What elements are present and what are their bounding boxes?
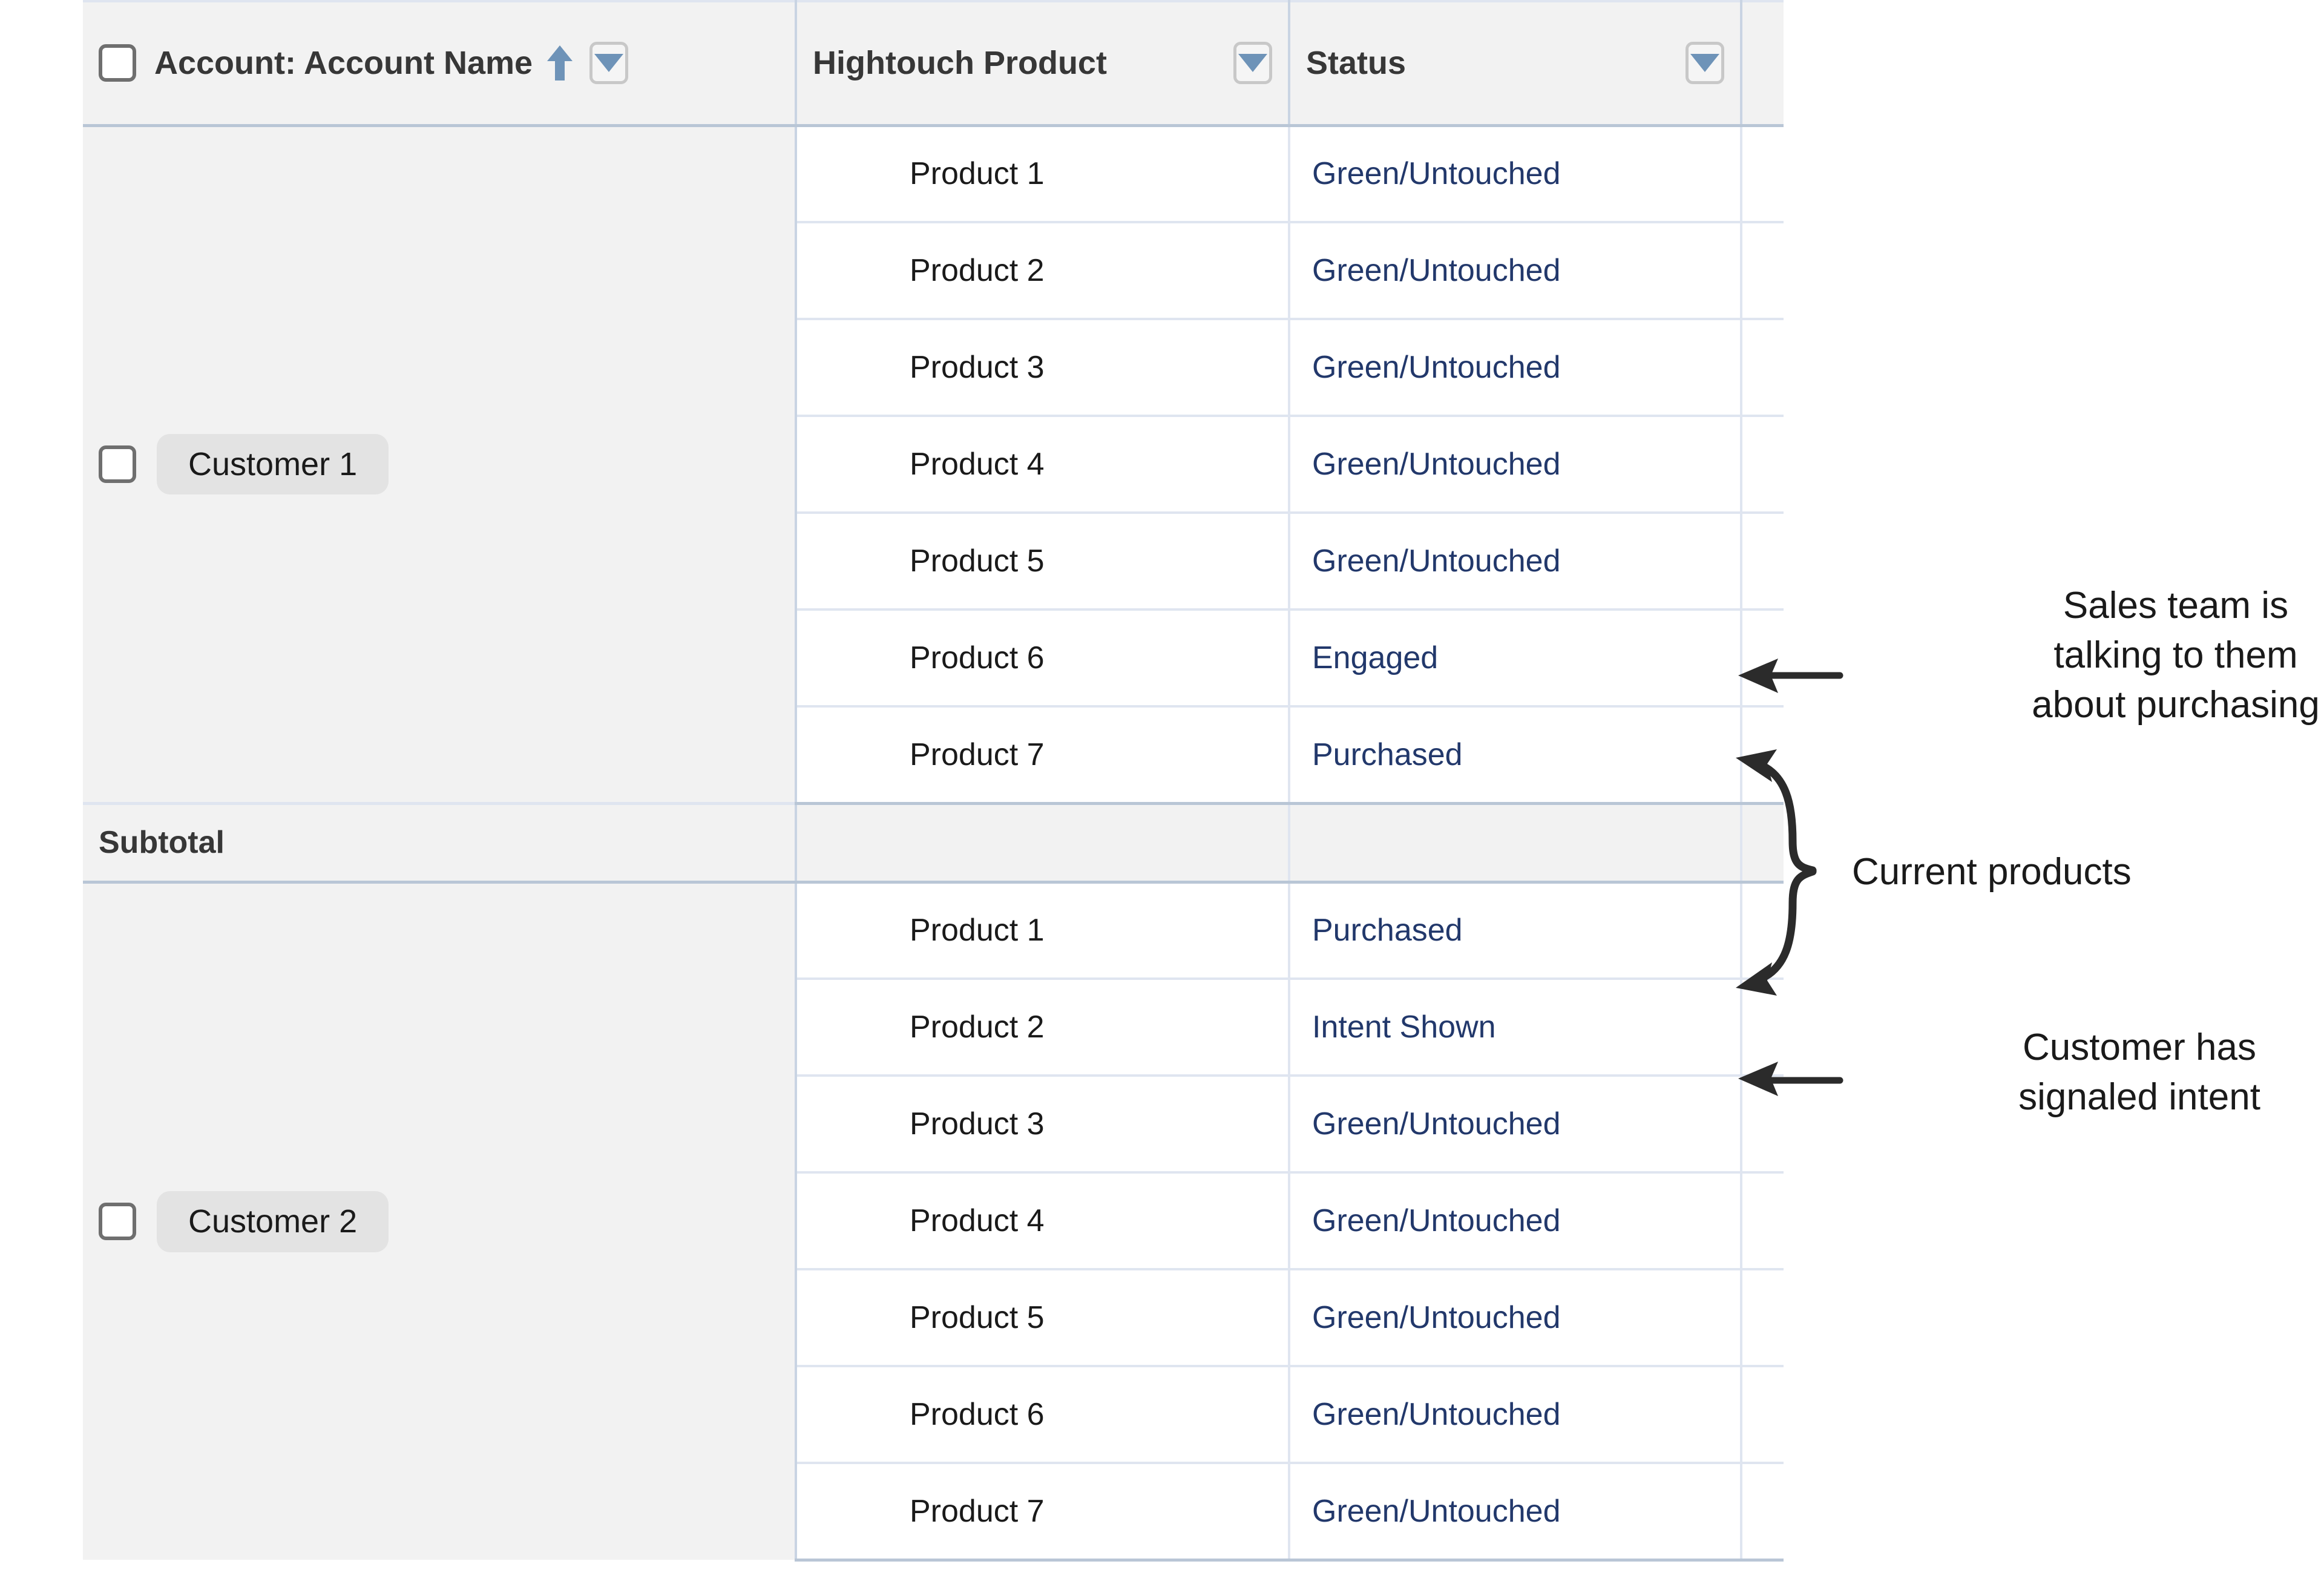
status-cell: Purchased: [1289, 706, 1742, 805]
row-select-checkbox[interactable]: [99, 445, 136, 483]
product-cell: Product 4: [796, 416, 1290, 514]
product-cell: Product 3: [796, 319, 1290, 417]
row-select-checkbox[interactable]: [99, 1203, 136, 1241]
product-cell: Product 7: [796, 706, 1290, 805]
status-cell: Green/Untouched: [1289, 1076, 1742, 1174]
subtotal-status-cell: [1289, 801, 1742, 884]
caret-down-icon: [1690, 54, 1719, 73]
annotation-sales-team: Sales team is talking to them about purc…: [2032, 585, 2320, 726]
overflow-cell: [1741, 319, 1784, 417]
column-filter-status-button[interactable]: [1686, 42, 1724, 85]
annotation-current-products: Current products: [1852, 851, 2132, 893]
annotation-signaled-intent: Customer has signaled intent: [2018, 1027, 2260, 1118]
caret-down-icon: [594, 54, 624, 73]
product-cell: Product 1: [796, 125, 1290, 223]
select-all-checkbox[interactable]: [99, 44, 136, 82]
overflow-cell: [1741, 513, 1784, 611]
product-cell: Product 1: [796, 882, 1290, 980]
overflow-cell: [1741, 609, 1784, 708]
account-cell: Customer 2: [83, 882, 797, 1560]
status-cell: Green/Untouched: [1289, 1463, 1742, 1562]
column-filter-product-button[interactable]: [1233, 42, 1272, 85]
column-header-status[interactable]: Status: [1289, 0, 1742, 127]
product-cell: Product 2: [796, 222, 1290, 320]
status-cell: Green/Untouched: [1289, 1172, 1742, 1270]
product-cell: Product 6: [796, 1366, 1290, 1464]
subtotal-label: Subtotal: [83, 801, 797, 884]
status-cell: Green/Untouched: [1289, 125, 1742, 223]
overflow-cell: [1741, 1172, 1784, 1270]
overflow-cell: [1741, 706, 1784, 805]
subtotal-overflow-cell: [1741, 801, 1784, 884]
overflow-cell: [1741, 125, 1784, 223]
subtotal-row: Subtotal: [83, 801, 1784, 884]
overflow-cell: [1741, 222, 1784, 320]
caret-down-icon: [1238, 54, 1267, 73]
column-header-account[interactable]: Account: Account Name: [83, 0, 797, 127]
account-name-pill[interactable]: Customer 2: [157, 1191, 389, 1252]
status-cell: Green/Untouched: [1289, 1366, 1742, 1464]
account-name-pill[interactable]: Customer 1: [157, 433, 389, 495]
status-cell: Intent Shown: [1289, 979, 1742, 1077]
status-cell: Green/Untouched: [1289, 416, 1742, 514]
status-cell: Purchased: [1289, 882, 1742, 980]
overflow-cell: [1741, 979, 1784, 1077]
overflow-cell: [1741, 416, 1784, 514]
subtotal-product-cell: [796, 801, 1290, 884]
status-cell: Green/Untouched: [1289, 222, 1742, 320]
column-header-product[interactable]: Hightouch Product: [796, 0, 1290, 127]
overflow-cell: [1741, 1076, 1784, 1174]
product-cell: Product 4: [796, 1172, 1290, 1270]
header-row: Account: Account Name Hightouch Product: [83, 0, 1784, 127]
product-cell: Product 3: [796, 1076, 1290, 1174]
product-cell: Product 5: [796, 1269, 1290, 1367]
overflow-cell: [1741, 1463, 1784, 1562]
overflow-cell: [1741, 1269, 1784, 1367]
product-cell: Product 2: [796, 979, 1290, 1077]
product-cell: Product 6: [796, 609, 1290, 708]
overflow-cell: [1741, 1366, 1784, 1464]
account-product-status-table: Account: Account Name Hightouch Product: [83, 0, 1784, 1562]
status-cell: Green/Untouched: [1289, 319, 1742, 417]
status-cell: Engaged: [1289, 609, 1742, 708]
column-header-product-label: Hightouch Product: [813, 45, 1107, 82]
column-header-account-label: Account: Account Name: [154, 45, 533, 82]
column-filter-account-button[interactable]: [589, 42, 629, 85]
status-cell: Green/Untouched: [1289, 1269, 1742, 1367]
table-header: Account: Account Name Hightouch Product: [83, 0, 1784, 127]
status-cell: Green/Untouched: [1289, 513, 1742, 611]
column-header-status-label: Status: [1306, 45, 1407, 82]
product-cell: Product 5: [796, 513, 1290, 611]
account-cell: Customer 1: [83, 125, 797, 803]
product-cell: Product 7: [796, 1463, 1290, 1562]
column-header-overflow: [1741, 0, 1784, 127]
overflow-cell: [1741, 882, 1784, 980]
arrow-up-icon[interactable]: [546, 44, 574, 82]
